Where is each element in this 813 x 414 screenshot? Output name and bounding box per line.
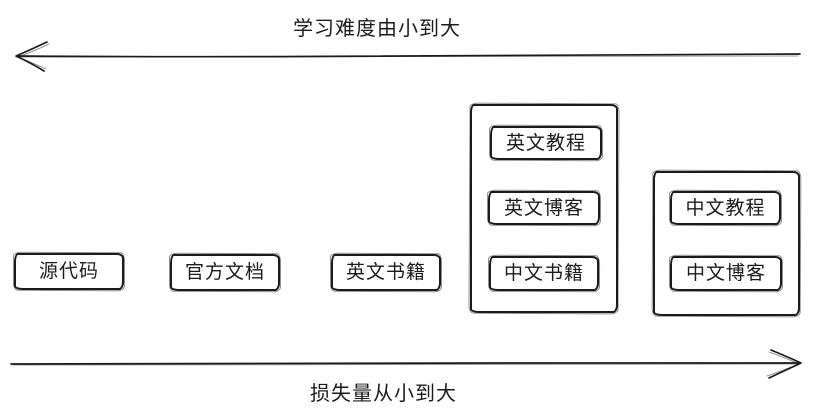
box-chinese-blogs: 中文博客 [670, 256, 782, 291]
bottom-arrow-line-ghost [12, 363, 798, 366]
box-label: 中文教程 [685, 197, 766, 219]
group-box-english-chinese: 英文教程 英文博客 中文书籍 [470, 104, 618, 313]
top-arrow-left [15, 41, 801, 72]
top-axis-label: 学习难度由小到大 [293, 18, 461, 40]
top-arrow-line-ghost [15, 55, 799, 58]
box-chinese-tutorials: 中文教程 [670, 191, 781, 225]
bottom-arrow-head-ghost [766, 351, 800, 377]
box-official-docs: 官方文档 [170, 254, 280, 291]
bottom-arrow-head-icon [768, 349, 802, 379]
box-label: 英文教程 [505, 132, 586, 154]
top-arrow-head-icon [15, 41, 48, 72]
box-label: 英文博客 [503, 197, 584, 219]
box-label: 英文书籍 [345, 262, 426, 283]
box-chinese-books: 中文书籍 [489, 256, 599, 291]
box-english-blogs: 英文博客 [488, 191, 600, 225]
box-label: 中文博客 [685, 263, 766, 284]
box-label: 源代码 [38, 261, 99, 282]
group-box-chinese: 中文教程 中文博客 [653, 171, 800, 316]
box-label: 官方文档 [184, 262, 265, 283]
box-english-tutorials: 英文教程 [490, 126, 602, 160]
top-arrow-line [17, 53, 801, 58]
bottom-arrow-line [10, 362, 800, 365]
bottom-axis-label: 损失量从小到大 [310, 383, 457, 405]
box-source-code: 源代码 [14, 253, 124, 290]
bottom-arrow-right [10, 349, 802, 379]
top-arrow-head-ghost [17, 43, 50, 70]
box-label: 中文书籍 [503, 263, 584, 284]
box-english-books: 英文书籍 [331, 254, 441, 291]
